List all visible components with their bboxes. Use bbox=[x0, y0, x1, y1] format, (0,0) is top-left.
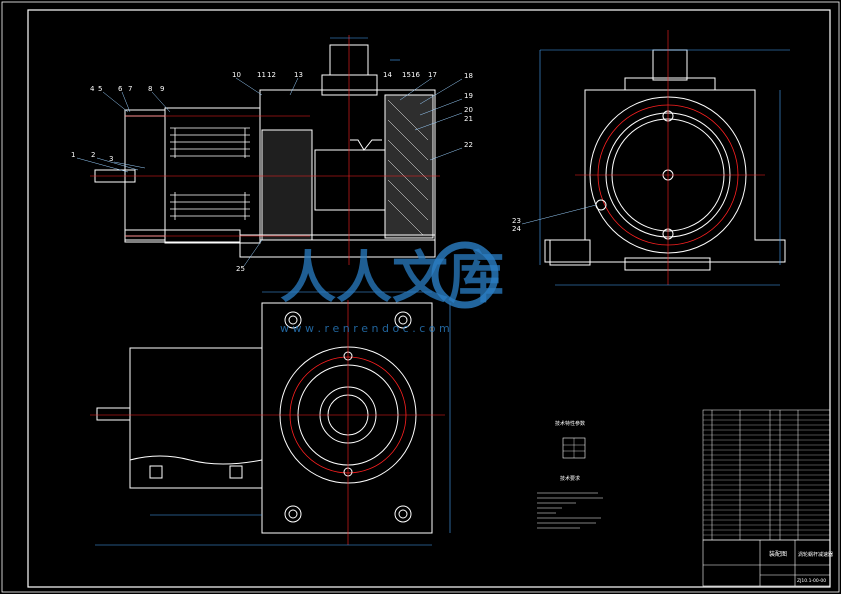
callout-11: 11 bbox=[257, 71, 266, 79]
drawing-number: ZJ10.1-00-00 bbox=[797, 578, 826, 584]
plan-view bbox=[96, 302, 433, 534]
callout-25: 25 bbox=[236, 265, 245, 273]
callout-19: 19 bbox=[464, 92, 473, 100]
callout-8: 8 bbox=[148, 85, 152, 93]
callout-21: 21 bbox=[464, 115, 473, 123]
callout-23: 23 bbox=[512, 217, 521, 225]
tech-req-heading: 技术要求 bbox=[560, 475, 580, 482]
side-view-dimensions bbox=[539, 49, 790, 286]
section-view bbox=[94, 44, 436, 258]
side-callout-leader bbox=[521, 204, 597, 225]
callout-4: 4 bbox=[90, 85, 95, 93]
drawing-name: 涡轮蜗杆减速器 bbox=[798, 551, 833, 558]
bom-rows bbox=[703, 414, 830, 536]
callout-13: 13 bbox=[294, 71, 303, 79]
callout-9: 9 bbox=[160, 85, 164, 93]
side-view bbox=[544, 49, 786, 271]
title-block bbox=[702, 539, 831, 587]
callout-3: 3 bbox=[109, 155, 113, 163]
side-view-callouts: 23 24 bbox=[512, 217, 521, 233]
plan-view-dimensions bbox=[95, 291, 451, 546]
callout-17: 17 bbox=[428, 71, 437, 79]
plan-view-centerlines bbox=[90, 300, 445, 545]
material-label: 装配图 bbox=[769, 550, 787, 558]
callout-18: 18 bbox=[464, 72, 473, 80]
callout-2: 2 bbox=[91, 151, 95, 159]
callout-7: 7 bbox=[128, 85, 132, 93]
callout-10: 10 bbox=[232, 71, 241, 79]
callout-5: 5 bbox=[98, 85, 102, 93]
callout-24: 24 bbox=[512, 225, 521, 233]
hatch-right-block bbox=[384, 94, 434, 239]
tech-params-heading: 技术特性参数 bbox=[555, 420, 585, 427]
callout-16: 16 bbox=[411, 71, 420, 79]
callout-1: 1 bbox=[71, 151, 75, 159]
spring-coils bbox=[170, 127, 250, 220]
callout-14: 14 bbox=[383, 71, 392, 79]
part-number-callouts: 1 2 3 4 5 6 7 8 9 10 11 12 13 14 15 16 1… bbox=[71, 71, 473, 273]
callout-6: 6 bbox=[118, 85, 123, 93]
section-dimensions bbox=[330, 37, 400, 61]
side-view-centerlines bbox=[575, 30, 765, 285]
callout-22: 22 bbox=[464, 141, 473, 149]
section-centerlines bbox=[90, 35, 440, 265]
inner-frame bbox=[27, 9, 831, 588]
callout-15: 15 bbox=[402, 71, 411, 79]
callout-20: 20 bbox=[464, 106, 473, 114]
tech-req-lines bbox=[537, 492, 603, 529]
callout-leaders bbox=[76, 77, 463, 267]
callout-12: 12 bbox=[267, 71, 276, 79]
notes-block: 技术特性参数 技术要求 bbox=[537, 420, 603, 529]
